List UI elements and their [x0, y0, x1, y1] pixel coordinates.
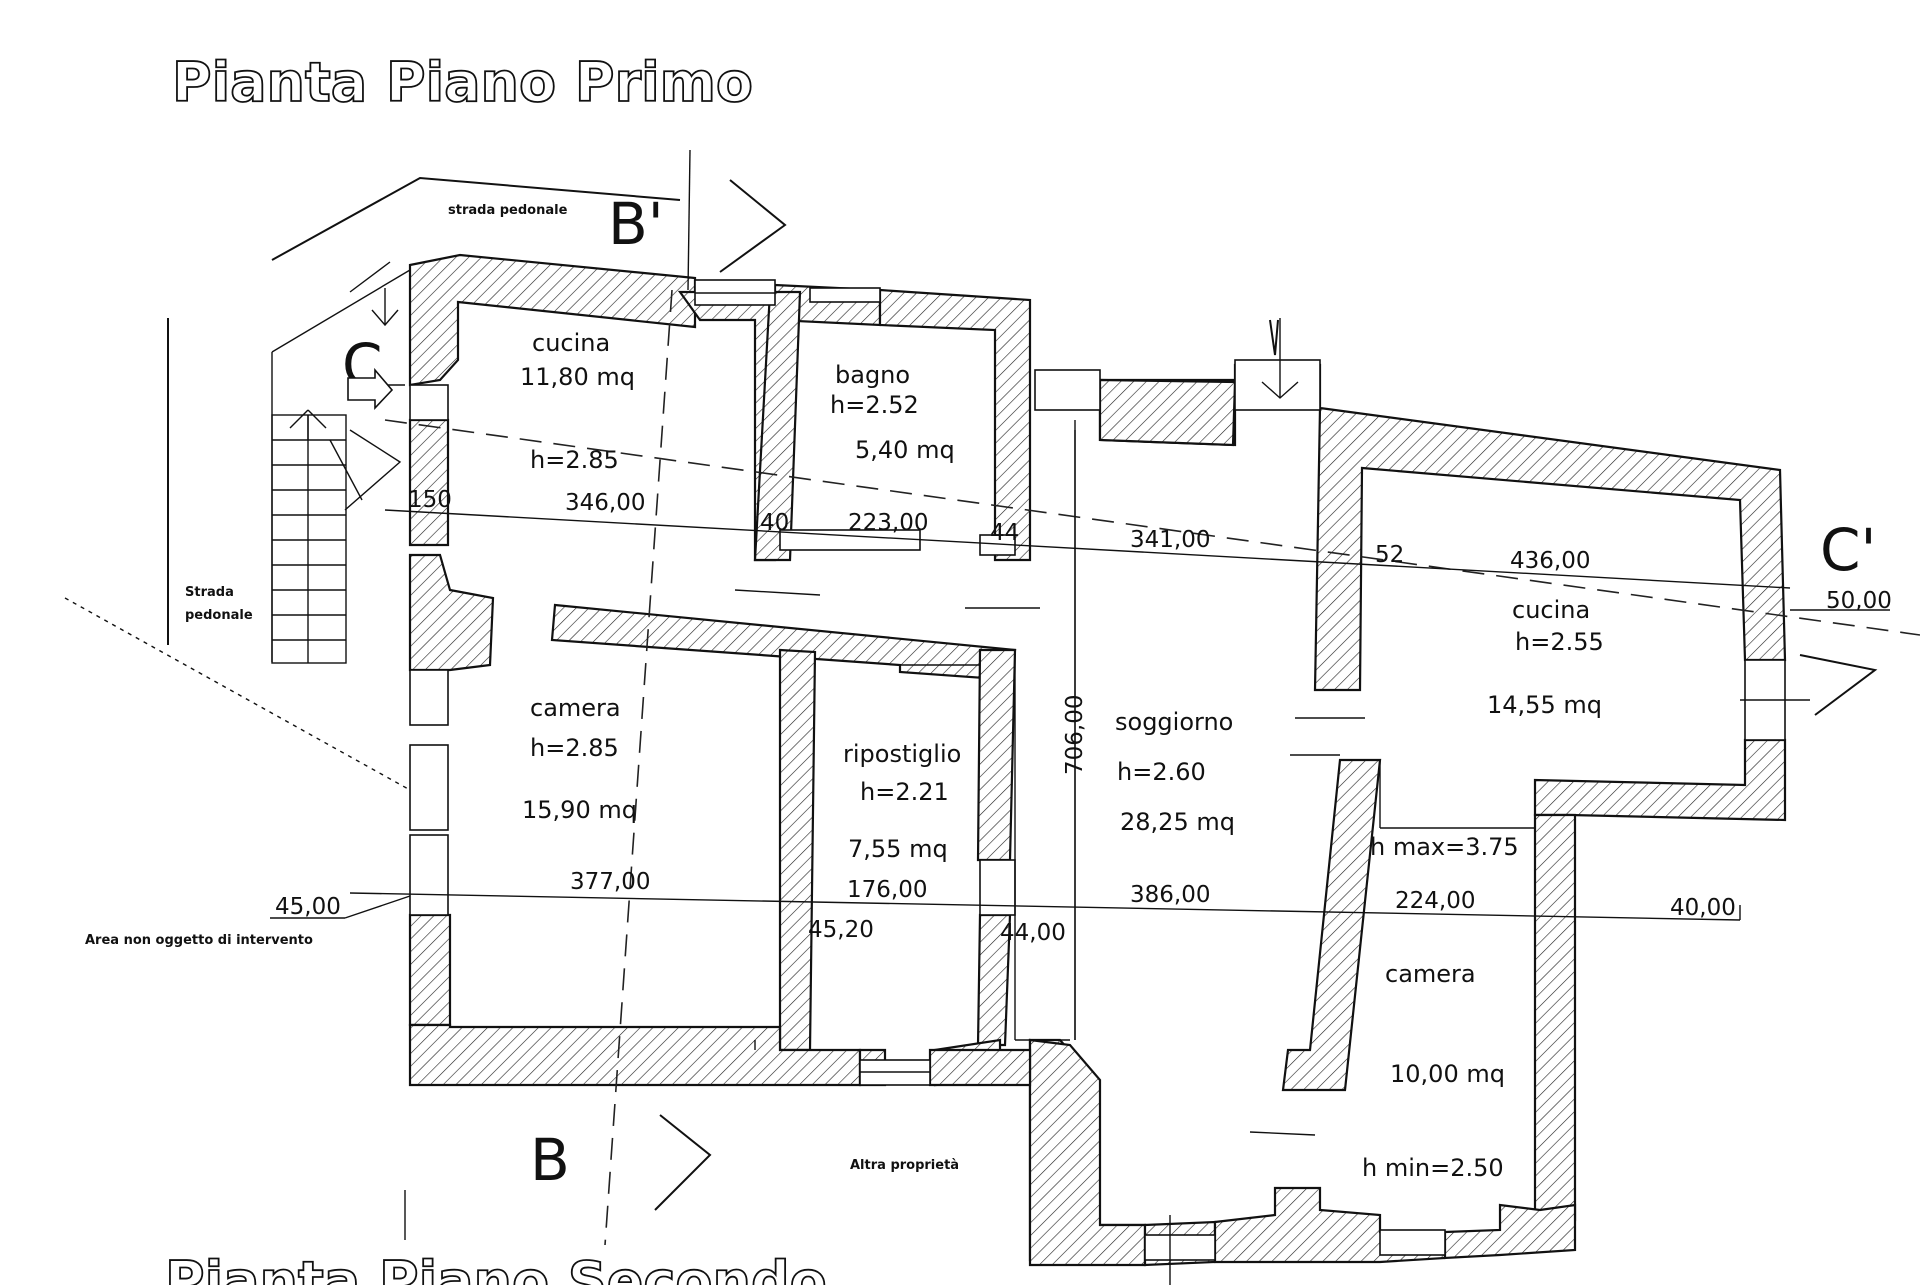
- room-area: 7,55 mq: [848, 835, 948, 863]
- excluded-area-label: Area non oggetto di intervento: [85, 933, 313, 948]
- dim-label: 223,00: [848, 510, 928, 536]
- room-name: bagno: [835, 361, 910, 389]
- room-name: camera: [530, 694, 621, 722]
- room-hmax: h max=3.75: [1370, 833, 1519, 861]
- room-name: cucina: [1512, 596, 1590, 624]
- next-plan-title: Pianta Piano Secondo: [165, 1250, 827, 1285]
- dim-label: 52: [1375, 542, 1404, 568]
- room-height: h=2.55: [1515, 628, 1604, 656]
- section-mark-b-top: B': [608, 190, 664, 258]
- dim-label: 224,00: [1395, 888, 1475, 914]
- room-name: camera: [1385, 960, 1476, 988]
- dim-label: 176,00: [847, 877, 927, 903]
- dim-label: 386,00: [1130, 882, 1210, 908]
- room-hmin: h min=2.50: [1362, 1154, 1504, 1182]
- room-height: h=2.52: [830, 391, 919, 419]
- section-marks: B' B C C': [342, 190, 1876, 1194]
- dim-label: 40: [760, 510, 789, 536]
- street-label: strada pedonale: [448, 203, 568, 218]
- room-name: cucina: [532, 329, 610, 357]
- dim-label: 341,00: [1130, 527, 1210, 553]
- dim-label: 150: [408, 487, 452, 513]
- stairs: [271, 261, 402, 664]
- dim-label: 44,00: [1000, 920, 1066, 946]
- dim-label: 40,00: [1670, 895, 1736, 921]
- room-area: 5,40 mq: [855, 436, 955, 464]
- plan-title: Pianta Piano Primo: [172, 51, 753, 114]
- context-labels: strada pedonale Strada pedonale Area non…: [85, 203, 959, 1173]
- room-name: soggiorno: [1115, 708, 1233, 736]
- dim-label: 44: [990, 520, 1019, 546]
- street-label: Strada: [185, 585, 234, 600]
- room-cucina-2: cucina h=2.55 14,55 mq: [1487, 596, 1604, 719]
- dim-label: 346,00: [565, 490, 645, 516]
- room-area: 15,90 mq: [522, 796, 637, 824]
- room-area: 10,00 mq: [1390, 1060, 1505, 1088]
- room-height: h=2.85: [530, 446, 619, 474]
- room-camera-2: h max=3.75 camera 10,00 mq h min=2.50: [1362, 833, 1519, 1182]
- section-lines: [348, 149, 1920, 1246]
- dim-label: 45,20: [808, 917, 874, 943]
- room-area: 14,55 mq: [1487, 691, 1602, 719]
- street-label: pedonale: [185, 608, 253, 623]
- room-bagno: bagno h=2.52 5,40 mq: [830, 361, 955, 464]
- room-height: h=2.85: [530, 734, 619, 762]
- dim-label: 377,00: [570, 869, 650, 895]
- dimension-labels: 150 346,00 40 223,00 44 341,00 52 436,00…: [275, 487, 1892, 946]
- room-height: h=2.60: [1117, 758, 1206, 786]
- room-cucina-1: cucina 11,80 mq h=2.85: [520, 329, 635, 474]
- room-area: 28,25 mq: [1120, 808, 1235, 836]
- room-height: h=2.21: [860, 778, 949, 806]
- room-soggiorno: soggiorno h=2.60 28,25 mq: [1115, 708, 1235, 836]
- dimension-lines: [270, 430, 1890, 1285]
- dim-label: 50,00: [1826, 588, 1892, 614]
- room-area: 11,80 mq: [520, 363, 635, 391]
- room-camera-1: camera h=2.85 15,90 mq: [522, 694, 637, 824]
- room-ripostiglio: ripostiglio h=2.21 7,55 mq: [843, 740, 961, 863]
- section-mark-b-bottom: B: [530, 1126, 570, 1194]
- room-name: ripostiglio: [843, 740, 961, 768]
- dim-label: 45,00: [275, 894, 341, 920]
- dim-label: 706,00: [1062, 695, 1088, 775]
- section-arrow-icon: [347, 367, 394, 411]
- section-mark-c-right: C': [1820, 516, 1876, 584]
- other-property-label: Altra proprietà: [850, 1158, 959, 1173]
- dim-label: 436,00: [1510, 548, 1590, 574]
